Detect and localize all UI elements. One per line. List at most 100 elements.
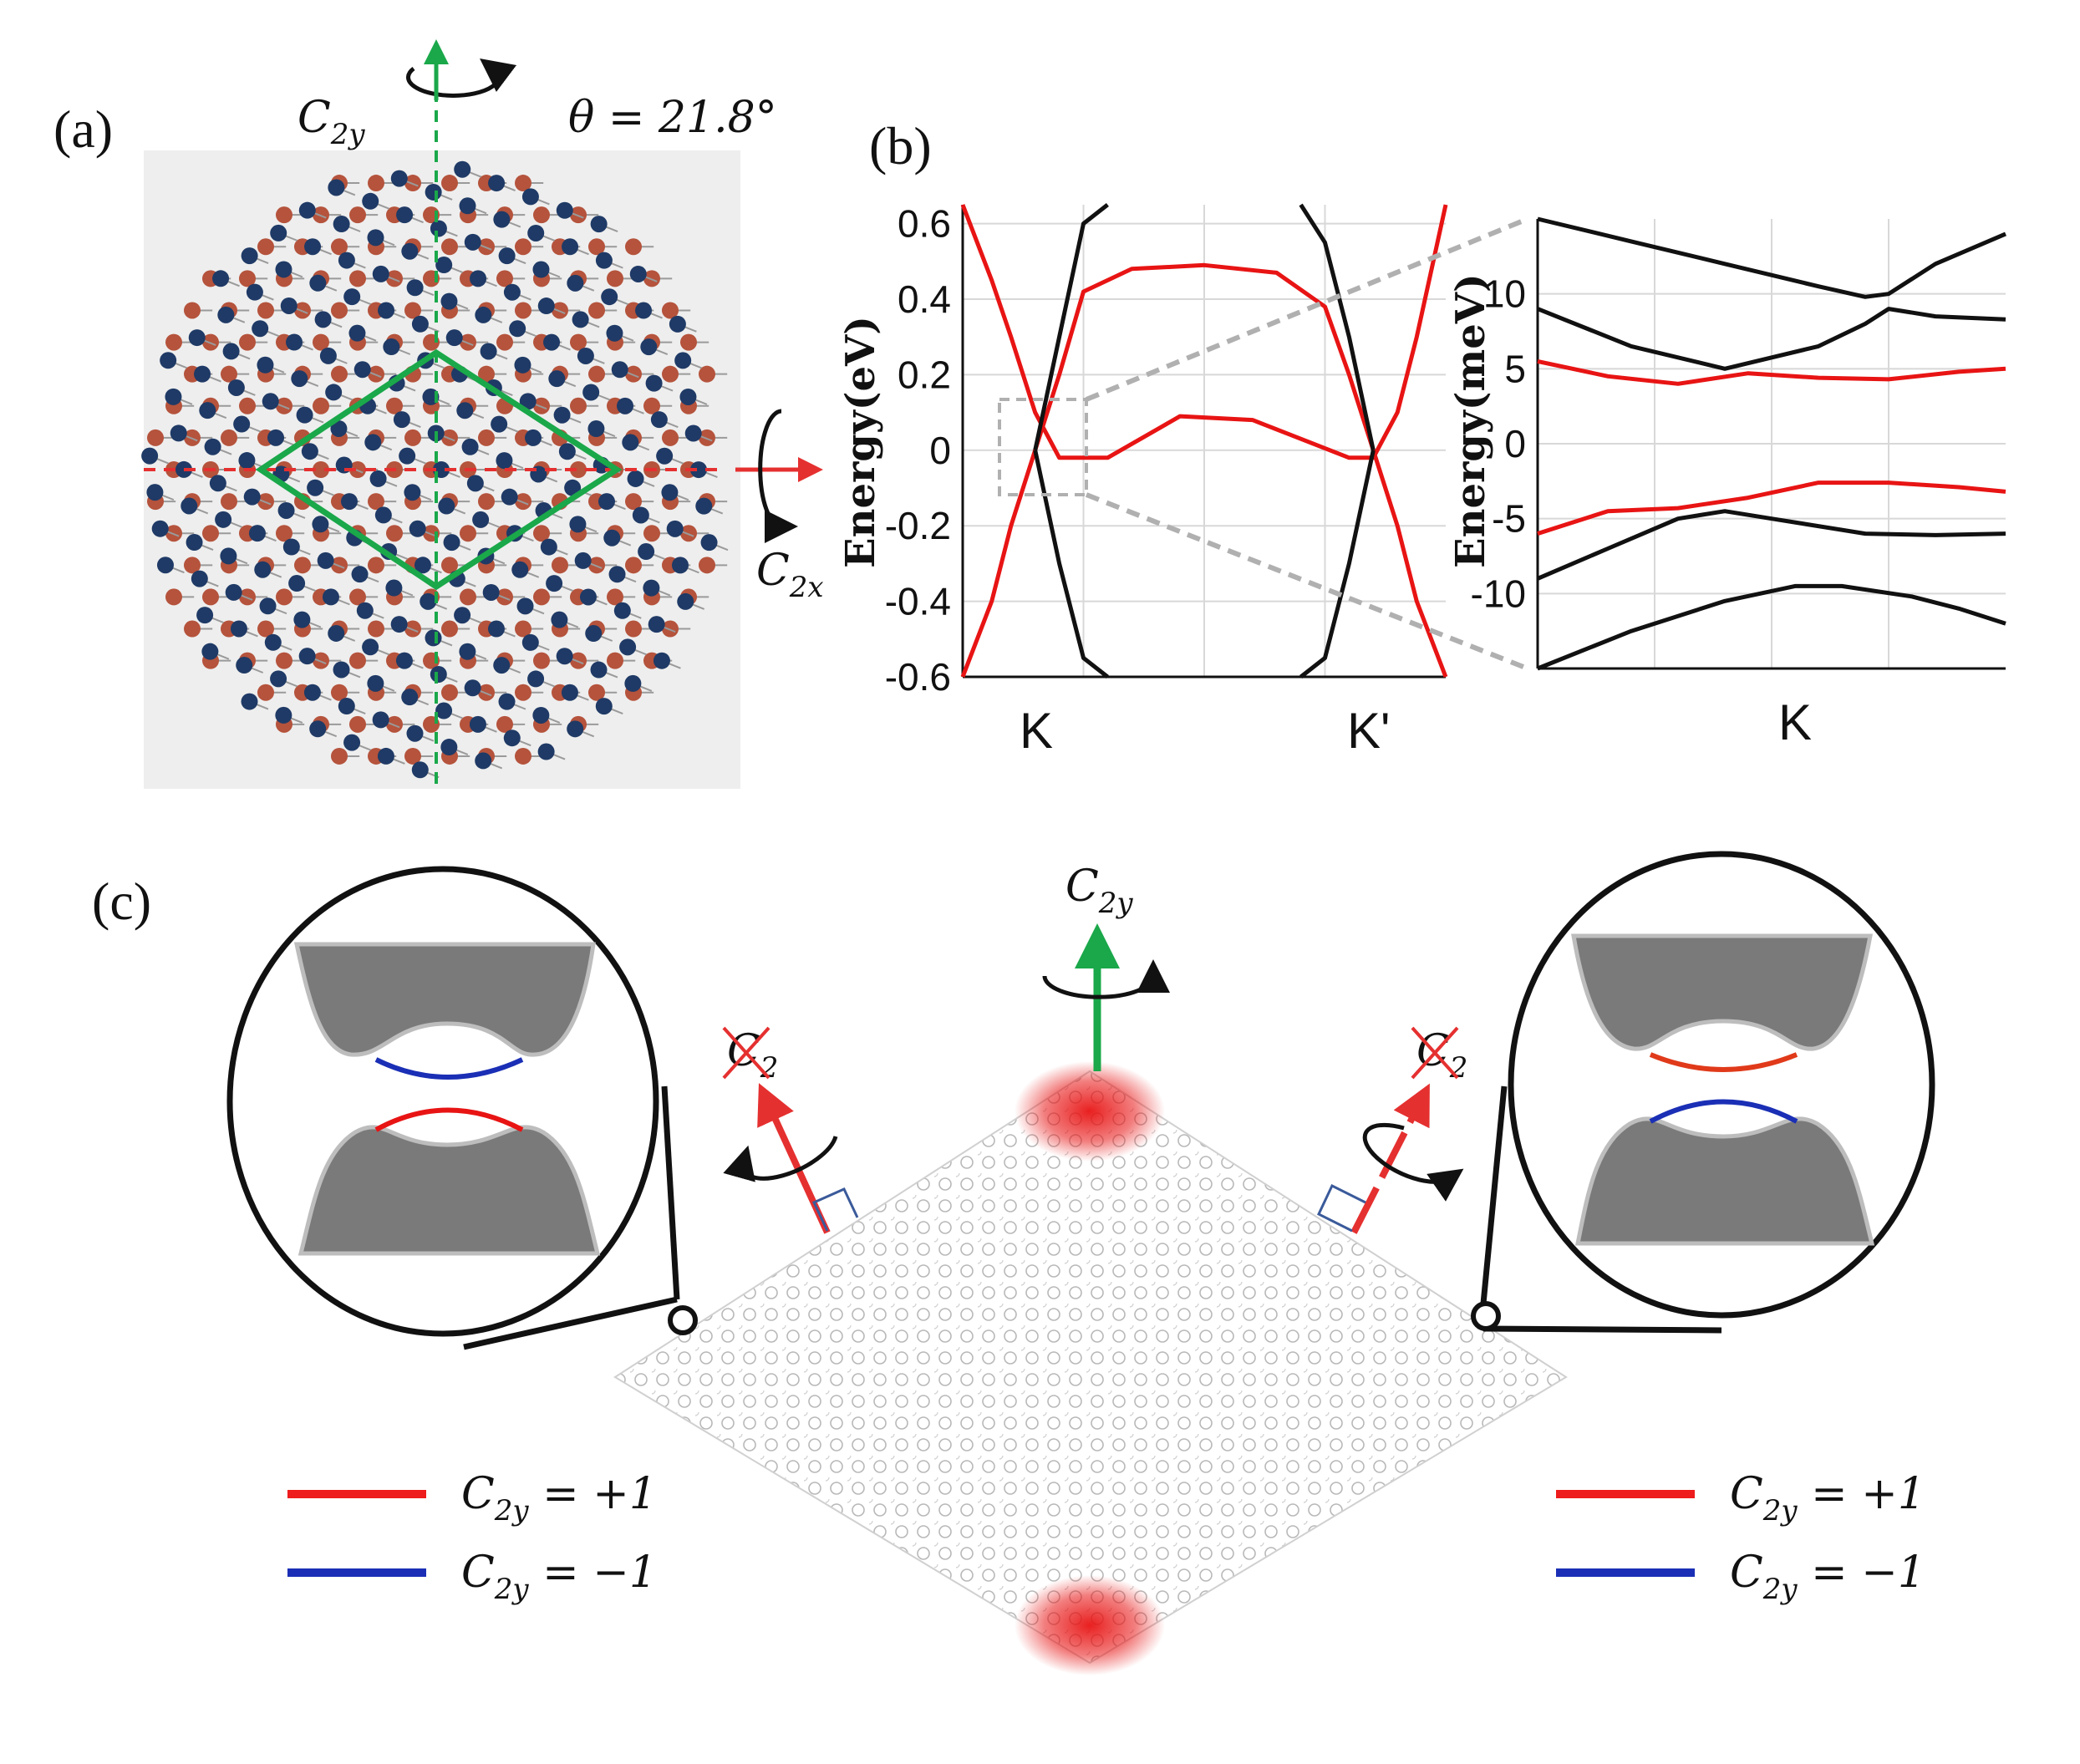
c2x-label: C — [756, 546, 790, 596]
atom-layer-1 — [404, 429, 421, 446]
atom-layer-1 — [625, 620, 642, 638]
c2y-rotation-icon-c — [1042, 959, 1170, 999]
atom-layer-2 — [286, 333, 303, 351]
atom-layer-1 — [331, 302, 348, 319]
atom-layer-2 — [598, 493, 615, 511]
atom-layer-2 — [353, 361, 371, 379]
atom-layer-2 — [624, 674, 642, 692]
band-series-5 — [1299, 450, 1376, 679]
atom-layer-1 — [515, 493, 531, 511]
atom-layer-2 — [369, 470, 387, 487]
atom-layer-2 — [564, 479, 582, 496]
atom-layer-2 — [325, 384, 343, 401]
y-tick-label: -0.4 — [885, 580, 951, 623]
atom-layer-2 — [241, 693, 258, 710]
zoom-box — [998, 398, 1088, 496]
bottom-corner-state — [1015, 1575, 1165, 1675]
ylabel-ev: Energy(eV) — [837, 316, 884, 568]
c2y-sub-a: 2y — [330, 118, 366, 151]
legend-left-0-sub: 2y — [494, 1494, 530, 1528]
atom-layer-2 — [298, 201, 316, 219]
atom-layer-2 — [304, 238, 322, 256]
atom-layer-2 — [653, 652, 670, 669]
atom-layer-2 — [364, 434, 382, 451]
atom-layer-1 — [680, 525, 697, 542]
atom-layer-2 — [480, 343, 497, 360]
atom-layer-2 — [684, 424, 702, 442]
atom-layer-1 — [331, 238, 348, 256]
atom-layer-1 — [368, 557, 384, 574]
svg-text:C2: C2 — [1416, 1026, 1467, 1085]
panel-c: (c) C2y C2 C2 — [92, 851, 1935, 1675]
band-series-0 — [960, 204, 1448, 460]
twist-angle-label: θ = 21.8° — [568, 93, 777, 143]
atom-layer-2 — [498, 247, 516, 265]
atom-layer-2 — [595, 252, 613, 269]
legend-right-0-value: = +1 — [1798, 1469, 1925, 1519]
atom-layer-2 — [296, 406, 313, 424]
atom-layer-2 — [238, 452, 256, 470]
atom-layer-2 — [569, 516, 587, 533]
atom-layer-1 — [478, 493, 495, 511]
atom-layer-2 — [525, 429, 542, 446]
atom-layer-2 — [627, 470, 644, 487]
atom-layer-1 — [570, 397, 587, 414]
atom-layer-1 — [331, 747, 348, 765]
atom-layer-1 — [533, 525, 550, 542]
band-series-3 — [1033, 450, 1109, 679]
atom-layer-1 — [625, 365, 642, 383]
atom-layer-2 — [622, 434, 639, 451]
right-angle-left — [811, 1187, 859, 1232]
upper-band-left — [293, 942, 596, 1057]
atom-layer-1 — [221, 365, 237, 383]
atom-layer-2 — [643, 579, 660, 597]
svg-text:C2x: C2x — [756, 546, 824, 604]
atom-layer-1 — [588, 557, 605, 574]
atom-layer-2 — [328, 179, 345, 196]
band-series-2 — [1033, 203, 1109, 451]
atom-layer-2 — [307, 479, 324, 496]
atom-layer-2 — [309, 274, 327, 292]
legend-left-0-value: = +1 — [529, 1469, 657, 1519]
atom-layer-2 — [212, 270, 230, 287]
atom-layer-1 — [386, 397, 403, 414]
atom-layer-2 — [264, 633, 282, 651]
atom-layer-1 — [184, 620, 201, 638]
atom-layer-2 — [532, 706, 550, 724]
atom-layer-1 — [552, 302, 568, 319]
atom-layer-1 — [441, 175, 458, 192]
atom-layer-2 — [160, 352, 177, 369]
atom-layer-1 — [313, 333, 329, 351]
atom-layer-2 — [151, 520, 169, 537]
atom-layer-2 — [248, 525, 266, 542]
atom-layer-2 — [572, 311, 589, 328]
atom-layer-1 — [165, 588, 182, 606]
kprime-label: K' — [1347, 703, 1390, 759]
atom-layer-2 — [204, 438, 221, 455]
k-label-right: K — [1778, 694, 1812, 750]
atom-layer-1 — [607, 588, 623, 606]
atom-layer-2 — [461, 438, 479, 455]
atom-layer-1 — [515, 175, 531, 192]
atom-layer-1 — [478, 429, 495, 446]
atom-layer-1 — [368, 175, 384, 192]
atom-layer-2 — [267, 429, 285, 446]
atom-layer-1 — [533, 397, 550, 414]
atom-layer-2 — [374, 506, 392, 524]
atom-layer-1 — [607, 652, 623, 669]
atom-layer-1 — [570, 652, 587, 669]
top-corner-state — [1015, 1061, 1165, 1162]
atom-layer-2 — [459, 643, 476, 660]
edge-band-blue-left — [374, 1057, 524, 1080]
band-series-2 — [1537, 358, 2006, 386]
atom-layer-2 — [556, 648, 573, 665]
atom-layer-2 — [351, 566, 369, 583]
atom-layer-2 — [464, 679, 481, 697]
atom-layer-1 — [441, 557, 458, 574]
crossed-out-icon-right — [1411, 1026, 1459, 1080]
atom-layer-2 — [188, 329, 206, 347]
atom-layer-2 — [482, 583, 500, 601]
atom-layer-1 — [386, 715, 403, 733]
atom-layer-1 — [570, 333, 587, 351]
